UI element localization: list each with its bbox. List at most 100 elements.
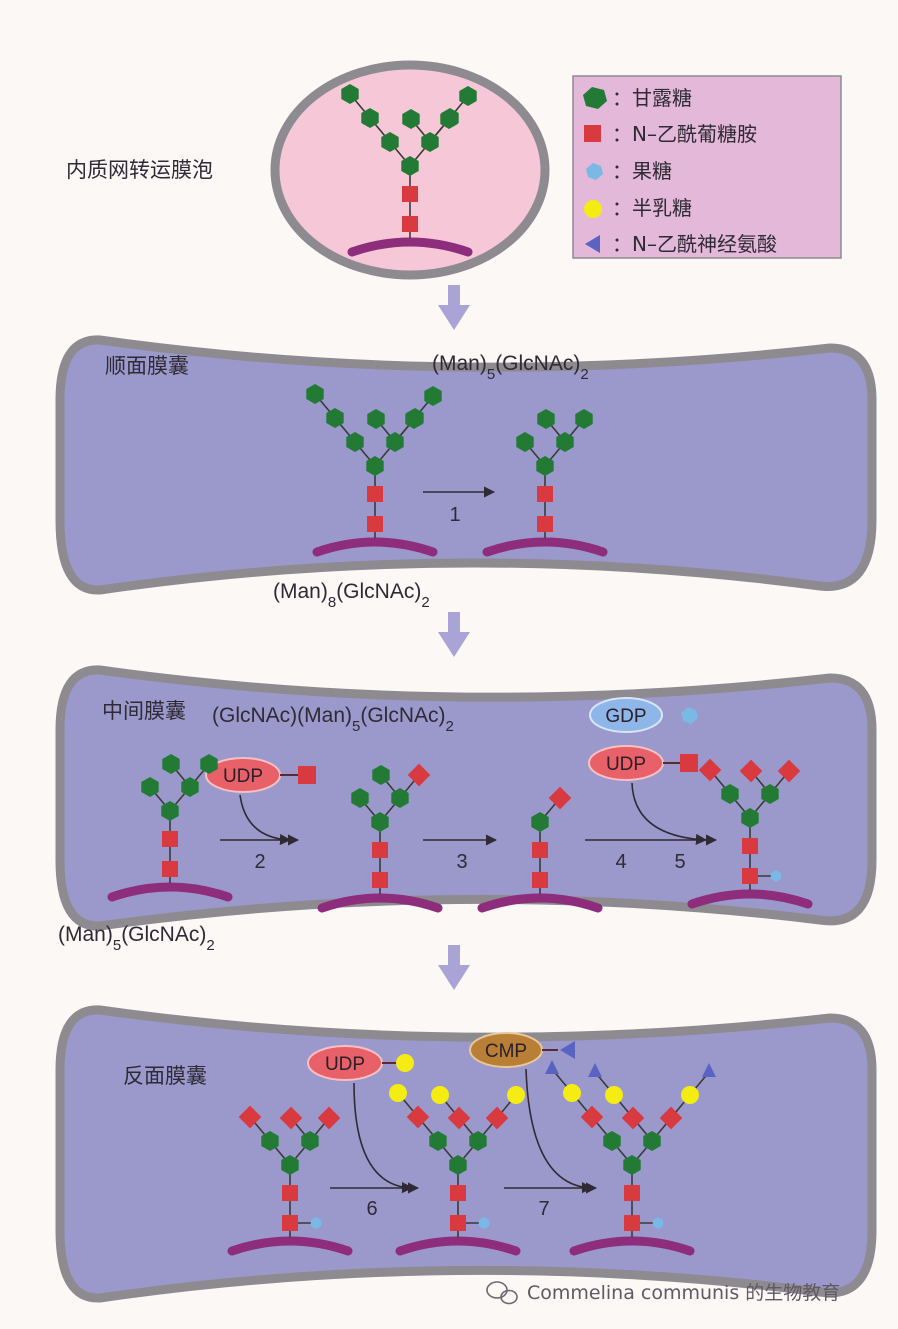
gdp-donor: GDP (589, 697, 698, 733)
glcnac (537, 516, 553, 532)
membrane-segment (482, 537, 608, 557)
mannose (603, 1131, 621, 1151)
udp-galactose (396, 1054, 414, 1072)
mannose (761, 784, 779, 804)
udp-glcnac-2 (680, 754, 698, 772)
legend-glcnac-icon (584, 125, 601, 142)
glcnac (406, 1105, 430, 1129)
step-3: 3 (456, 851, 467, 873)
glcnac (742, 868, 758, 884)
mannose (721, 784, 739, 804)
transport-arrow-1 (438, 285, 470, 330)
sialic-acid (702, 1063, 716, 1077)
glycan-cis-man8 (306, 384, 442, 557)
glcnac (739, 759, 763, 783)
mannose (449, 1155, 467, 1175)
vesicle-label: 内质网转运膜泡 (66, 158, 213, 182)
cis-bottom-formula: (Man)8(GlcNAc)2 (273, 580, 430, 611)
membrane-segment (687, 889, 813, 909)
glcnac (282, 1215, 298, 1231)
glcnac (537, 486, 553, 502)
sialic-acid (545, 1060, 559, 1074)
reaction-curve-7 (525, 1068, 594, 1194)
glcnac (402, 216, 418, 232)
glcnac (450, 1215, 466, 1231)
mannose (424, 386, 442, 406)
gdp-label: GDP (605, 706, 646, 727)
mannose (381, 132, 399, 152)
step-5: 5 (674, 851, 685, 873)
mannose (406, 408, 424, 428)
glcnac (485, 1106, 509, 1130)
udp-donor-3: UDP (307, 1045, 414, 1081)
galactose (389, 1084, 407, 1102)
mannose (351, 788, 369, 808)
glycan-structures (107, 84, 813, 1256)
watermark: Commelina communis 的生物教育 (486, 1281, 840, 1305)
mannose (537, 409, 555, 429)
mannose (429, 1131, 447, 1151)
legend-glcnac-label: ：N–乙酰葡糖胺 (612, 122, 757, 146)
fucose (770, 870, 782, 882)
legend: ：甘露糖 ：N–乙酰葡糖胺 ：果糖 ：半乳糖 ：N–乙酰神经氨酸 (572, 75, 842, 259)
mannose (281, 1155, 299, 1175)
step-1: 1 (449, 504, 460, 526)
step-7: 7 (538, 1198, 549, 1220)
mannose (200, 754, 218, 774)
membrane-segment (227, 1236, 353, 1256)
galactose (431, 1086, 449, 1104)
medial-label: 中间膜囊 (102, 699, 186, 723)
glcnac (407, 763, 431, 787)
legend-galactose-icon (584, 200, 602, 218)
glcnac (698, 758, 722, 782)
gdp-fucose (681, 707, 698, 724)
mannose (161, 801, 179, 821)
mannose (459, 86, 477, 106)
glcnac (447, 1106, 471, 1130)
mannose (469, 1131, 487, 1151)
galactose (507, 1086, 525, 1104)
mannose (361, 108, 379, 128)
sialic-acid (588, 1063, 602, 1077)
legend-mannose-icon (583, 87, 607, 109)
mannose (306, 384, 324, 404)
watermark-text: Commelina communis 的生物教育 (527, 1282, 840, 1304)
glcnac (279, 1106, 303, 1130)
fucose (478, 1217, 490, 1229)
glcnac (162, 831, 178, 847)
glcnac (372, 872, 388, 888)
mannose (162, 754, 180, 774)
mannose (346, 432, 364, 452)
mannose (326, 408, 344, 428)
mannose (341, 84, 359, 104)
step-2: 2 (254, 851, 265, 873)
udp-label-2: UDP (606, 754, 646, 775)
mannose (556, 432, 574, 452)
glycan-trans-3 (545, 1060, 716, 1256)
medial-cisterna (55, 665, 877, 931)
mannose (386, 432, 404, 452)
mannose (366, 456, 384, 476)
mannose (623, 1155, 641, 1175)
fucose (310, 1217, 322, 1229)
mannose (741, 808, 759, 828)
udp-donor-2: UDP (588, 745, 698, 781)
membrane-segment (347, 237, 473, 257)
step-6: 6 (366, 1198, 377, 1220)
medial-top-formula: (GlcNAc)(Man)5(GlcNAc)2 (212, 704, 454, 735)
mannose (372, 765, 390, 785)
mannose (181, 777, 199, 797)
legend-galactose-label: ：半乳糖 (612, 196, 692, 220)
glcnac (742, 838, 758, 854)
mannose (643, 1131, 661, 1151)
glcnac (532, 842, 548, 858)
mannose (141, 777, 159, 797)
legend-box (572, 75, 842, 259)
udp-label-3: UDP (325, 1054, 365, 1075)
cis-cisterna (55, 335, 877, 595)
glcnac (367, 486, 383, 502)
membrane-segment (317, 893, 443, 913)
cmp-donor: CMP (469, 1032, 575, 1068)
glycan-medial-3 (477, 786, 603, 913)
